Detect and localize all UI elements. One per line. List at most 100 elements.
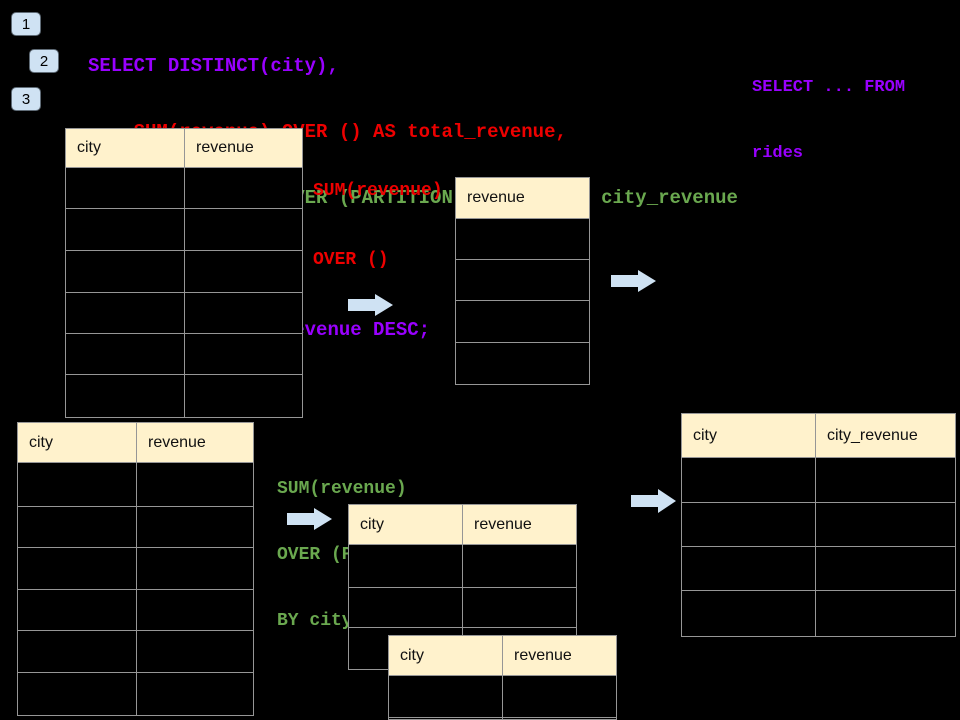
table-source-rides-bottom: city revenue <box>17 422 254 716</box>
table-cell <box>185 209 302 250</box>
step-badge-1-label: 1 <box>21 15 31 33</box>
table-cell <box>463 588 576 627</box>
table-row <box>18 507 253 548</box>
table-cell <box>185 334 302 374</box>
column-header-city: city <box>18 423 137 462</box>
table-cell <box>137 507 253 547</box>
right-arrow-icon <box>348 293 394 317</box>
table-row <box>456 260 589 301</box>
right-arrow-icon <box>611 269 657 293</box>
table-row <box>18 631 253 673</box>
table-cell <box>463 545 576 587</box>
table-cell <box>682 503 816 546</box>
table-cell <box>816 503 955 546</box>
table-cell <box>66 334 185 374</box>
table-header-row: revenue <box>456 178 589 219</box>
table-cell <box>456 301 589 342</box>
column-header-city: city <box>349 505 463 544</box>
table-cell <box>137 590 253 630</box>
step-badge-3: 3 <box>11 87 41 111</box>
table-cell <box>66 168 185 208</box>
table-cell <box>389 676 503 717</box>
column-header-city: city <box>682 414 816 457</box>
table-cell <box>66 251 185 292</box>
step-badge-2: 2 <box>29 49 59 73</box>
table-cell <box>18 590 137 630</box>
table-cell <box>456 219 589 259</box>
table-result-city-revenue: city city_revenue <box>681 413 956 637</box>
table-cell <box>18 548 137 589</box>
table-cell <box>349 545 463 587</box>
table-cell <box>66 293 185 333</box>
table-header-row: city revenue <box>349 505 576 545</box>
table-cell <box>682 547 816 590</box>
table-row <box>682 547 955 591</box>
table-cell <box>503 676 616 717</box>
table-cell <box>816 547 955 590</box>
table-cell <box>185 375 302 417</box>
table-cell <box>456 343 589 384</box>
annotation-total-line-2: OVER () <box>313 250 389 270</box>
table-row <box>66 168 302 209</box>
table-row <box>682 503 955 547</box>
table-row <box>349 545 576 588</box>
table-row <box>456 219 589 260</box>
table-row <box>18 463 253 507</box>
column-header-revenue: revenue <box>196 139 254 156</box>
table-cell <box>682 591 816 636</box>
table-header-row: city revenue <box>18 423 253 463</box>
column-header-revenue: revenue <box>148 433 206 451</box>
right-arrow-icon <box>631 488 677 514</box>
table-row <box>66 375 302 417</box>
table-cell <box>682 458 816 502</box>
table-partition-overlay: city revenue <box>388 635 617 720</box>
table-cell <box>18 673 137 715</box>
column-header-city: city <box>389 636 503 675</box>
table-row <box>66 251 302 293</box>
column-header-city: city <box>66 129 185 167</box>
table-cell <box>185 251 302 292</box>
table-row <box>18 590 253 631</box>
table-cell <box>18 507 137 547</box>
column-header-city-revenue: city_revenue <box>827 426 918 444</box>
table-cell <box>137 463 253 506</box>
right-arrow-icon <box>287 507 333 531</box>
annotation-total-line-1: SUM(revenue) <box>313 181 443 201</box>
table-cell <box>389 718 503 719</box>
sql-line-select: SELECT DISTINCT(city), <box>88 55 339 77</box>
table-cell <box>816 591 955 636</box>
table-header-row: city revenue <box>389 636 616 676</box>
step-badge-3-label: 3 <box>21 90 31 108</box>
table-header-row: city revenue <box>66 129 302 168</box>
table-cell <box>137 673 253 715</box>
table-row <box>456 301 589 343</box>
annotation-total-revenue: SUM(revenue) OVER () <box>313 134 443 295</box>
table-row <box>66 334 302 375</box>
step-badge-1: 1 <box>11 12 41 36</box>
table-row <box>66 293 302 334</box>
table-cell <box>185 293 302 333</box>
table-source-rides-top: city revenue <box>65 128 303 418</box>
table-cell <box>18 463 137 506</box>
table-header-row: city city_revenue <box>682 414 955 458</box>
side-note-line-1: SELECT ... FROM <box>752 78 906 97</box>
table-row <box>389 676 616 718</box>
table-cell <box>18 631 137 672</box>
table-cell <box>185 168 302 208</box>
side-note-line-2: rides <box>752 144 804 163</box>
step-badge-2-label: 2 <box>39 52 49 70</box>
table-row <box>18 673 253 715</box>
table-row <box>66 209 302 251</box>
table-total-revenue: revenue <box>455 177 590 385</box>
table-row <box>18 548 253 590</box>
table-row <box>682 591 955 636</box>
annotation-partition-line-1: SUM(revenue) <box>277 479 407 499</box>
table-cell <box>816 458 955 502</box>
table-cell <box>66 375 185 417</box>
table-cell <box>66 209 185 250</box>
column-header-revenue: revenue <box>467 189 525 206</box>
table-cell <box>137 631 253 672</box>
column-header-revenue: revenue <box>474 515 532 533</box>
table-row <box>389 718 616 719</box>
